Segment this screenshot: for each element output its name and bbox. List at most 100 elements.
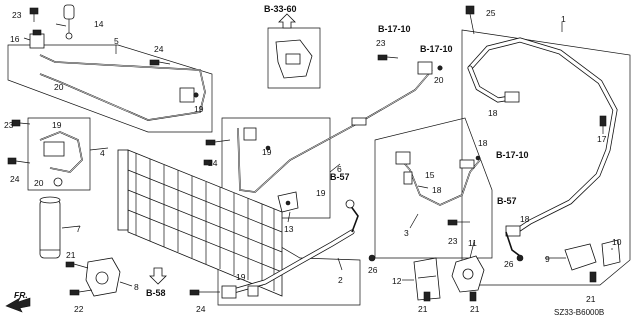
bolt-24-c <box>205 139 216 146</box>
ref-b-58: B-58 <box>146 288 166 298</box>
bolt-21-c <box>469 291 477 302</box>
label-part-18-c: 18 <box>478 138 488 148</box>
label-part-18-a: 18 <box>488 108 498 118</box>
condenser-tank <box>117 149 129 231</box>
label-part-20-b: 20 <box>34 178 44 188</box>
nut-26-b <box>516 254 524 262</box>
panel-receiver-4 <box>27 117 91 191</box>
label-part-23-b: 23 <box>4 120 14 130</box>
panel-bracket-b3360 <box>267 27 321 89</box>
pipe-5-bracket <box>179 87 195 103</box>
bracket-12 <box>413 257 441 301</box>
clamp-9 <box>564 243 597 271</box>
bolt-23-a <box>29 7 39 15</box>
ref-b-57-b: B-57 <box>497 196 517 206</box>
front-arrow <box>5 297 31 313</box>
receiver-drier-7 <box>39 199 61 259</box>
pipe-5 <box>39 54 206 121</box>
bolt-21-a <box>65 261 75 268</box>
ref-b-17-10-a: B-17-10 <box>378 24 411 34</box>
label-part-21-d: 21 <box>586 294 596 304</box>
leader-lines <box>23 22 613 287</box>
receiver-block <box>43 141 65 157</box>
label-part-15: 15 <box>425 170 435 180</box>
label-part-8: 8 <box>134 282 139 292</box>
hose-2-fitting <box>221 285 237 299</box>
panel-pipe-6 <box>221 117 331 219</box>
bolt-21-b <box>423 291 431 302</box>
label-part-24-d: 24 <box>196 304 206 314</box>
label-part-7: 7 <box>76 224 81 234</box>
label-part-18-b: 18 <box>432 185 442 195</box>
ref-b-57-a: B-57 <box>330 172 350 182</box>
hose-3-fitting <box>395 151 411 165</box>
hose-1-upper-fitting <box>504 91 520 103</box>
label-part-20-a: 20 <box>54 82 64 92</box>
label-part-17: 17 <box>597 134 607 144</box>
label-part-23-d: 23 <box>448 236 458 246</box>
label-part-3: 3 <box>404 228 409 238</box>
panel-pipe-5 <box>7 44 213 133</box>
label-part-19-b: 19 <box>194 104 204 114</box>
sensor-top <box>63 4 75 20</box>
label-part-19-d: 19 <box>316 188 326 198</box>
label-part-26-b: 26 <box>504 259 514 269</box>
label-part-5: 5 <box>114 36 119 46</box>
bolt-22 <box>69 289 80 296</box>
arrow-b3360 <box>278 13 296 29</box>
condenser-fins <box>127 153 283 291</box>
pipe-6-clamp <box>351 117 367 126</box>
panel-hose-2 <box>217 209 361 306</box>
label-part-1: 1 <box>561 14 566 24</box>
label-part-23-c: 23 <box>376 38 386 48</box>
ref-b-33-60: B-33-60 <box>264 4 297 14</box>
label-part-24-b: 24 <box>10 174 20 184</box>
hose-1-lower-fitting <box>505 225 521 237</box>
label-part-21-c: 21 <box>470 304 480 314</box>
label-part-2: 2 <box>338 275 343 285</box>
bolt-21-d <box>589 271 597 283</box>
arrow-b5810 <box>149 267 167 285</box>
panel-hose-3 <box>374 117 493 259</box>
label-part-24-c: 24 <box>208 158 218 168</box>
label-part-18-d: 18 <box>520 214 530 224</box>
label-part-9: 9 <box>545 254 550 264</box>
panel-hose-1 <box>461 29 631 286</box>
label-part-20-c: 20 <box>434 75 444 85</box>
pressure-switch-16 <box>29 33 45 49</box>
bolt-23-d <box>447 219 458 226</box>
label-part-13: 13 <box>284 224 294 234</box>
nut-26-a <box>368 254 376 262</box>
reference-labels: B-33-60 B-17-10 B-17-10 B-17-10 B-57 B-5… <box>146 4 529 298</box>
label-part-23-a: 23 <box>12 10 22 20</box>
label-part-26-a: 26 <box>368 265 378 275</box>
label-part-6: 6 <box>337 164 342 174</box>
front-label: FR. <box>14 290 28 300</box>
label-part-21-a: 21 <box>66 250 76 260</box>
label-part-19-c: 19 <box>262 147 272 157</box>
pipe-6-block <box>417 61 433 75</box>
ref-b-17-10-b: B-17-10 <box>420 44 453 54</box>
label-part-10: 10 <box>612 237 622 247</box>
part-labels: 1 2 3 4 5 6 7 8 9 10 11 12 13 14 15 16 1… <box>4 8 622 314</box>
bolt-24-e <box>189 289 200 296</box>
bolt-25 <box>465 5 475 15</box>
label-part-16: 16 <box>10 34 20 44</box>
label-part-22: 22 <box>74 304 84 314</box>
label-part-14: 14 <box>94 19 104 29</box>
label-part-19-e: 19 <box>236 272 246 282</box>
bolt-24-a <box>149 59 160 66</box>
label-part-4: 4 <box>100 148 105 158</box>
label-part-12: 12 <box>392 276 402 286</box>
bolt-24-d <box>203 159 213 166</box>
bolt-17 <box>599 115 607 127</box>
label-part-11: 11 <box>468 238 477 248</box>
diagram-code: SZ33-B6000B <box>554 308 604 317</box>
label-part-19-a: 19 <box>52 120 62 130</box>
label-part-24-a: 24 <box>154 44 164 54</box>
label-part-21-b: 21 <box>418 304 428 314</box>
label-part-25: 25 <box>486 8 496 18</box>
bolt-23-c <box>377 54 388 61</box>
